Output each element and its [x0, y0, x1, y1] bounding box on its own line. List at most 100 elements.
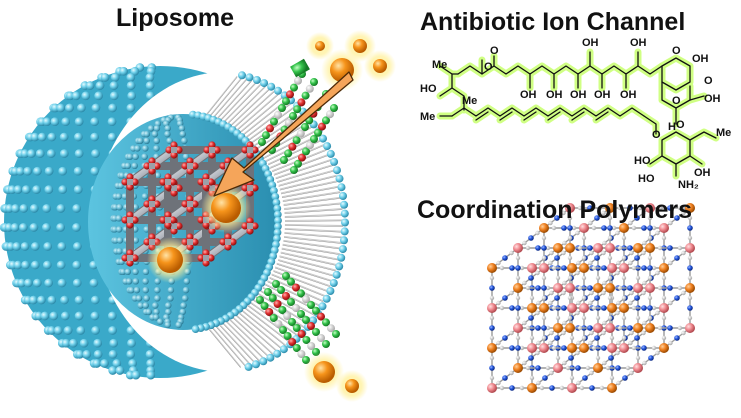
channel-atom — [297, 98, 306, 107]
coord-atom — [581, 295, 587, 301]
framework-node — [126, 211, 134, 219]
coord-atom — [617, 325, 623, 331]
framework-joint — [149, 163, 155, 169]
coord-metal-node — [565, 323, 575, 333]
framework-node — [159, 178, 167, 186]
coord-linker — [587, 245, 593, 251]
coord-atom — [555, 315, 561, 321]
lipid-head — [90, 132, 99, 142]
coord-atom — [536, 340, 541, 346]
framework-node — [126, 259, 134, 267]
framework-node — [121, 216, 129, 224]
coord-atom — [687, 275, 693, 281]
lipid-tail-shade — [283, 237, 342, 244]
lipid-head — [109, 91, 119, 101]
channel-atom — [287, 298, 295, 306]
coord-linker — [674, 295, 680, 301]
coord-atom — [499, 385, 505, 391]
coord-atom — [522, 280, 527, 286]
framework-node — [159, 216, 167, 224]
lipid-head — [108, 311, 117, 321]
coord-atom — [647, 295, 653, 301]
coord-atom — [581, 275, 587, 281]
channel-atom — [288, 318, 296, 326]
lipid-head — [74, 117, 84, 126]
coord-atom — [571, 225, 577, 231]
coord-atom — [609, 335, 615, 341]
coord-atom — [567, 275, 573, 281]
framework-node — [202, 173, 210, 181]
lipid-tail — [284, 202, 342, 210]
coord-atom — [591, 305, 597, 311]
lipid-head — [330, 157, 339, 166]
coord-atom — [541, 235, 547, 241]
coord-atom — [687, 315, 693, 321]
framework-node — [251, 184, 259, 192]
atom-label-o-carbonyl: O — [490, 45, 499, 57]
coord-metal-node — [659, 343, 669, 353]
framework-node — [164, 173, 172, 181]
coord-atom — [579, 385, 585, 391]
lipid-head — [90, 311, 100, 321]
inner-lipid-head — [153, 137, 160, 144]
coord-atom — [565, 365, 571, 371]
lipid-tail — [275, 158, 332, 179]
framework-node — [126, 249, 134, 257]
channel-atom — [301, 123, 309, 131]
coord-atom — [581, 315, 587, 321]
coord-atom — [529, 335, 535, 341]
framework-node — [241, 184, 249, 192]
framework-joint — [171, 223, 177, 229]
coord-linker — [622, 375, 628, 381]
lipid-head — [341, 218, 349, 227]
lipid-head — [31, 242, 40, 251]
lipid-head — [75, 350, 84, 359]
coord-atom — [687, 215, 693, 221]
coord-atom — [589, 330, 594, 336]
coord-linker — [502, 375, 508, 381]
inner-lipid-head — [181, 137, 188, 144]
lipid-tail-shade — [275, 267, 331, 288]
coord-atom — [651, 345, 657, 351]
lipid-head — [95, 81, 105, 90]
lipid-head — [56, 103, 66, 113]
coord-atom — [515, 355, 521, 361]
coord-metal-node — [567, 343, 577, 353]
coord-atom — [522, 360, 527, 366]
lipid-tail-shade — [213, 81, 252, 124]
lipid-head — [66, 91, 75, 101]
coord-atom — [607, 275, 613, 281]
inner-lipid-head — [133, 286, 141, 294]
inner-lipid-head — [167, 295, 174, 302]
framework-node — [170, 227, 178, 235]
coord-metal-node — [685, 323, 695, 333]
coord-metal-node — [645, 203, 655, 213]
inner-lipid-head — [132, 237, 139, 244]
coord-metal-node — [619, 303, 629, 313]
lipid-head — [260, 79, 269, 88]
lipid-tail-shade — [240, 309, 286, 347]
coord-atom — [655, 350, 660, 356]
inner-lipid-head — [128, 286, 135, 294]
lipid-head — [109, 338, 118, 348]
coord-atom — [548, 260, 553, 266]
lipid-head — [91, 326, 100, 335]
atom-label-oh-ring: OH — [692, 53, 709, 65]
coord-linker — [627, 205, 633, 211]
framework-node — [191, 238, 199, 246]
coord-atom — [629, 250, 634, 256]
coord-atom — [489, 355, 495, 361]
lipid-head — [73, 166, 83, 176]
coord-linker — [567, 225, 573, 231]
coord-atom — [545, 325, 551, 331]
coord-linker — [687, 225, 693, 231]
coord-atom — [499, 345, 505, 351]
lipid-tail-shade — [277, 165, 334, 183]
coord-atom — [562, 360, 567, 366]
coord-atom — [535, 270, 540, 276]
lipid-tail-shade — [284, 203, 342, 210]
coord-atom — [681, 250, 686, 256]
atom-label-o-sugar: O — [676, 119, 685, 131]
